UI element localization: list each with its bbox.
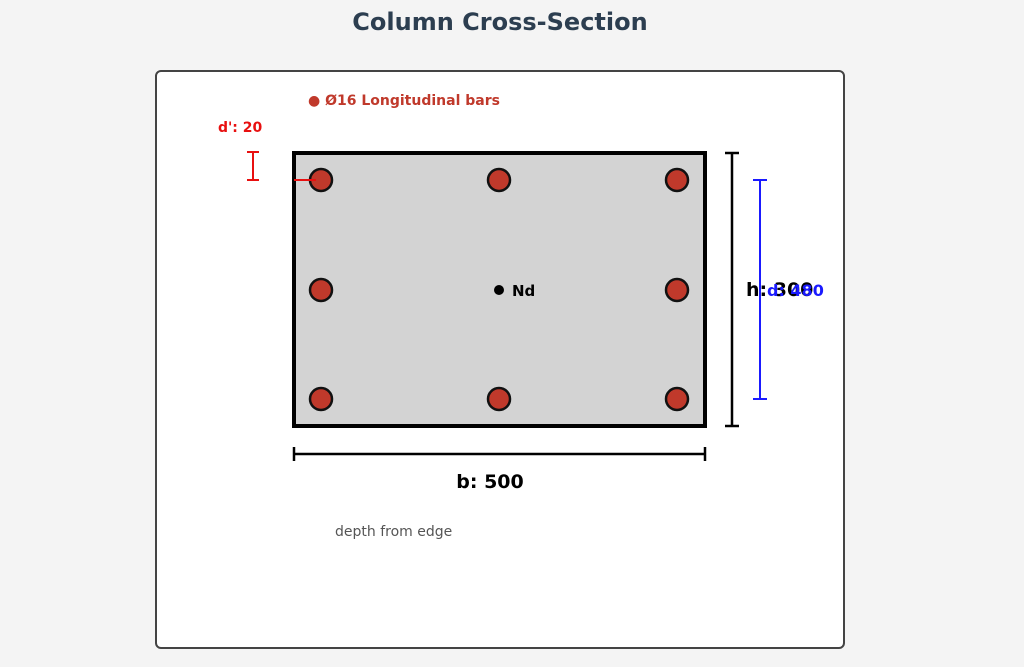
page-title: Column Cross-Section xyxy=(352,8,648,36)
load-point-icon xyxy=(494,285,504,295)
load-label: Nd xyxy=(512,282,535,300)
rebar-icon xyxy=(664,277,690,303)
depth-note: depth from edge xyxy=(335,524,452,540)
legend-label: ● Ø16 Longitudinal bars xyxy=(308,93,500,109)
height-dimension xyxy=(725,151,739,428)
width-label: b: 500 xyxy=(456,471,523,493)
rebar-icon xyxy=(664,386,690,412)
effective-depth-label: d: 480 xyxy=(767,281,824,300)
cover-label: d': 20 xyxy=(218,120,263,136)
width-dimension xyxy=(292,447,707,461)
effective-depth-dimension xyxy=(753,179,767,400)
rebar-icon xyxy=(664,167,690,193)
rebar-icon xyxy=(308,277,334,303)
rebar-icon xyxy=(486,167,512,193)
rebar-icon xyxy=(486,386,512,412)
rebar-icon xyxy=(308,386,334,412)
rebar-group xyxy=(308,167,690,412)
height-label: h: 300 xyxy=(746,279,813,301)
